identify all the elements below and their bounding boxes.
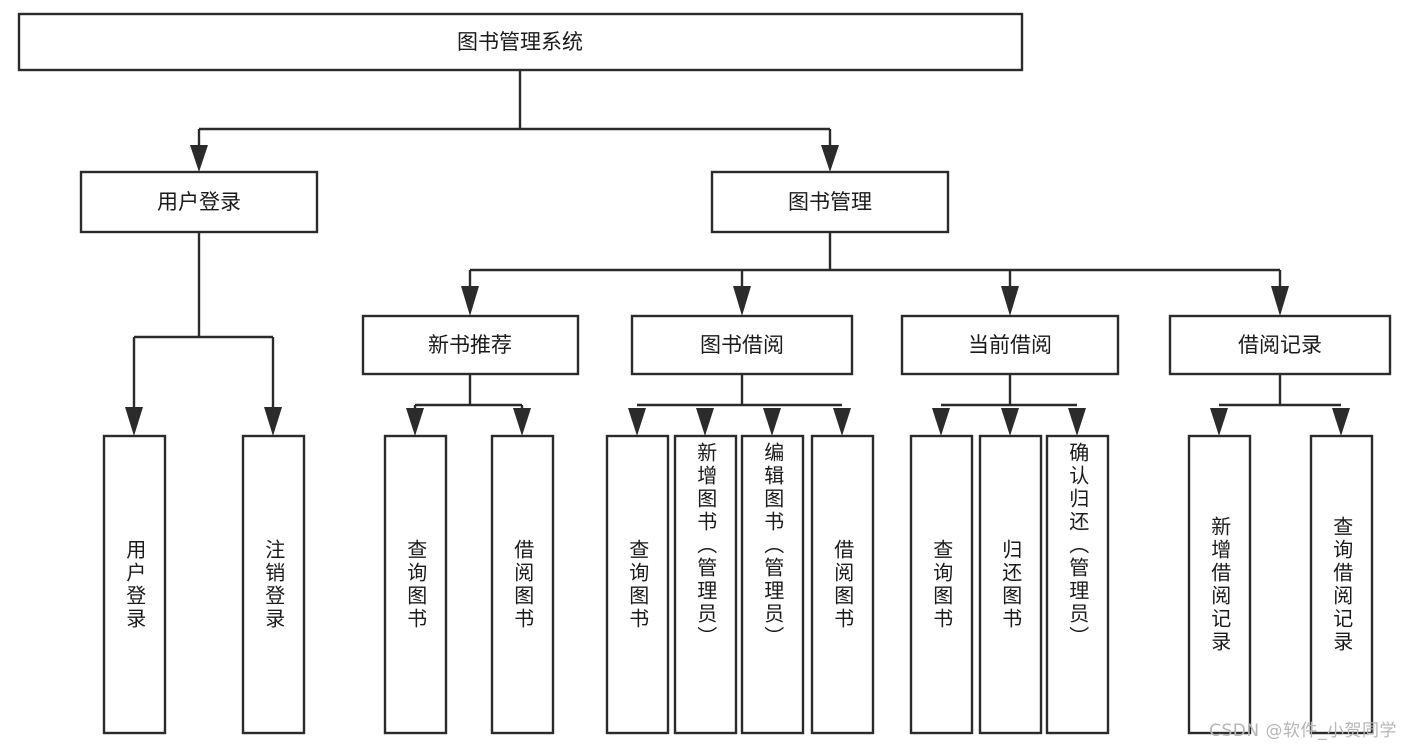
node-book-management-label: 图书管理: [788, 190, 872, 214]
arrow-head-book-mgmt: [821, 145, 839, 172]
leaf-label-wrap-br-0: 新增借阅记录: [1189, 436, 1250, 733]
leaf-label-bb-3: 借阅图书: [830, 538, 855, 631]
leaf-box-br-0[interactable]: [1187, 434, 1252, 735]
arrow-head-cb-2: [1068, 408, 1086, 436]
leaf-label-wrap-user-login-1: 注销登录: [243, 436, 304, 733]
leaf-label-wrap-nbr-1: 借阅图书: [492, 436, 553, 733]
node-root-box[interactable]: [17, 12, 1024, 72]
node-user-login-label: 用户登录: [157, 190, 241, 214]
connector-nbr-to-leaves: [406, 374, 531, 436]
connector-cb-to-leaves: [932, 374, 1086, 436]
arrow-head-ul-leaf-0: [125, 407, 143, 436]
node-borrow-record[interactable]: 借阅记录: [1168, 314, 1392, 376]
arrow-head-bb-3: [833, 408, 851, 436]
node-current-borrow-label: 当前借阅: [968, 333, 1052, 357]
arrow-head-ul-leaf-1: [264, 407, 282, 436]
node-borrow-record-label: 借阅记录: [1238, 333, 1322, 357]
arrow-head-l3-3: [1271, 286, 1289, 316]
arrow-head-cb-0: [932, 408, 950, 436]
leaf-box-bb-1[interactable]: [673, 434, 738, 735]
leaf-label-wrap-cb-0: 查询图书: [911, 436, 972, 733]
arrow-head-bb-1: [696, 408, 714, 436]
arrow-head-l3-0: [461, 286, 479, 316]
leaf-box-nbr-1[interactable]: [490, 434, 555, 735]
node-current-borrow-box[interactable]: [900, 314, 1120, 376]
arrow-head-bb-2: [763, 408, 781, 436]
connector-br-to-leaves: [1210, 374, 1350, 436]
node-root-label: 图书管理系统: [457, 30, 583, 54]
arrow-head-l3-2: [1001, 286, 1019, 316]
connector-user-login-to-leaves: [125, 232, 282, 436]
arrow-head-user-login: [190, 145, 208, 172]
connector-bb-to-leaves: [628, 374, 851, 436]
leaf-box-nbr-0[interactable]: [383, 434, 448, 735]
node-book-management[interactable]: 图书管理: [710, 170, 950, 234]
leaf-label-cb-1: 归还图书: [998, 538, 1023, 631]
leaf-label-user-login-1: 注销登录: [261, 538, 286, 631]
leaf-label-bb-1: 新增图书（管理员）: [693, 442, 718, 649]
node-book-borrow-label: 图书借阅: [700, 333, 784, 357]
leaf-label-wrap-cb-2: 确认归还（管理员）: [1047, 442, 1108, 733]
arrow-head-l3-1: [733, 286, 751, 316]
node-new-book-recommend[interactable]: 新书推荐: [361, 314, 580, 376]
leaf-label-nbr-1: 借阅图书: [510, 538, 535, 631]
leaf-box-bb-3[interactable]: [810, 434, 875, 735]
leaf-box-bb-0[interactable]: [605, 434, 670, 735]
leaf-label-cb-2: 确认归还（管理员）: [1065, 442, 1090, 649]
arrow-head-bb-0: [628, 408, 646, 436]
node-root[interactable]: 图书管理系统: [17, 12, 1024, 72]
leaf-label-br-1: 查询借阅记录: [1329, 515, 1354, 654]
node-new-book-recommend-box[interactable]: [361, 314, 580, 376]
leaf-label-wrap-bb-1: 新增图书（管理员）: [675, 442, 736, 733]
leaf-box-cb-0[interactable]: [909, 434, 974, 735]
leaf-label-bb-0: 查询图书: [625, 538, 650, 631]
connector-root-to-level2: [190, 70, 839, 172]
node-current-borrow[interactable]: 当前借阅: [900, 314, 1120, 376]
leaf-label-cb-0: 查询图书: [929, 538, 954, 631]
arrow-head-nbr-0: [406, 408, 424, 436]
leaf-box-br-1[interactable]: [1309, 434, 1374, 735]
leaf-label-wrap-bb-0: 查询图书: [607, 436, 668, 733]
leaf-label-wrap-cb-1: 归还图书: [980, 436, 1041, 733]
leaf-label-wrap-nbr-0: 查询图书: [385, 436, 446, 733]
arrow-head-cb-1: [1001, 408, 1019, 436]
arrow-head-br-0: [1210, 408, 1228, 436]
leaf-label-wrap-br-1: 查询借阅记录: [1311, 436, 1372, 733]
arrow-head-nbr-1: [513, 408, 531, 436]
node-user-login[interactable]: 用户登录: [79, 170, 319, 234]
connector-book-mgmt-to-level3: [461, 232, 1289, 316]
node-new-book-recommend-label: 新书推荐: [428, 333, 512, 357]
leaf-box-bb-2[interactable]: [740, 434, 805, 735]
leaf-box-user-login-0[interactable]: [102, 434, 167, 735]
node-book-borrow[interactable]: 图书借阅: [630, 314, 854, 376]
leaf-label-wrap-bb-3: 借阅图书: [812, 436, 873, 733]
leaf-label-nbr-0: 查询图书: [403, 538, 428, 631]
leaf-box-user-login-1[interactable]: [241, 434, 306, 735]
leaf-label-user-login-0: 用户登录: [122, 538, 147, 631]
leaf-label-wrap-bb-2: 编辑图书（管理员）: [742, 442, 803, 733]
node-book-borrow-box[interactable]: [630, 314, 854, 376]
leaf-label-br-0: 新增借阅记录: [1207, 515, 1232, 654]
leaf-label-wrap-user-login-0: 用户登录: [104, 436, 165, 733]
csdn-watermark: CSDN @软件_小贺同学: [1209, 721, 1397, 741]
leaf-label-bb-2: 编辑图书（管理员）: [760, 442, 785, 649]
leaf-box-cb-1[interactable]: [978, 434, 1043, 735]
arrow-head-br-1: [1332, 408, 1350, 436]
leaf-box-cb-2[interactable]: [1045, 434, 1110, 735]
